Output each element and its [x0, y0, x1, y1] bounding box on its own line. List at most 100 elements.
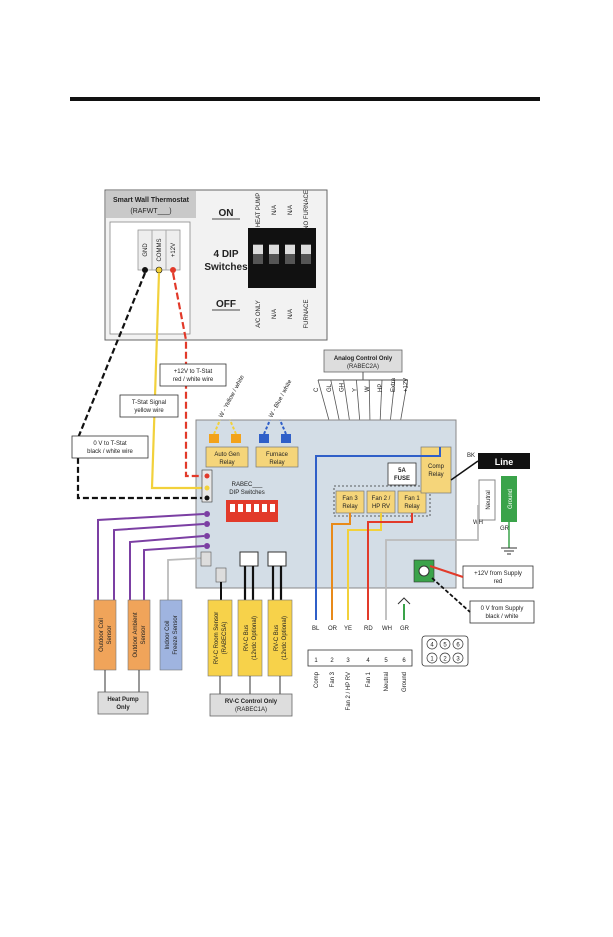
rvc-bus2-label: RV-C Bus [274, 625, 280, 651]
supply-12v-label: +12V from Supply [474, 571, 522, 577]
thermostat-panel: Smart Wall Thermostat (RAFWT___) GND COM… [104, 189, 328, 341]
top-rule [70, 97, 540, 101]
fan1-relay: Fan 1 Relay [397, 490, 427, 514]
rvc-control-only-label2: (RABEC1A) [235, 707, 267, 713]
ground-label: Ground [508, 489, 514, 509]
wire-tag: OR [328, 626, 338, 632]
dip-top-label-2: N/A [272, 205, 278, 215]
heat-pump-only-label: Heat Pump [107, 697, 139, 703]
fan1-relay-label: Fan 1 [404, 496, 420, 502]
rvc-bus1-label: RV-C Bus [244, 625, 250, 651]
connector-pin [452, 638, 464, 650]
fuse-label2: FUSE [394, 476, 410, 482]
terminal-number: 5 [384, 658, 388, 664]
terminal-number: 6 [402, 658, 406, 664]
wire-tag: YE [344, 626, 352, 632]
fuse-label: 5A [398, 468, 406, 474]
tstat-signal-callout: T-Stat Signal yellow wire [119, 394, 179, 418]
analog-pin-label: C [314, 387, 320, 392]
wire-tag: GR [400, 626, 410, 632]
outdoor-ambient-label2: Sensor [141, 625, 147, 644]
terminal-number: 4 [366, 658, 370, 664]
board-dip-switches: RABEC___ DIP Switches [226, 482, 278, 522]
terminal-label: Comp [314, 671, 320, 688]
fan3-relay-label: Fan 3 [342, 496, 358, 502]
furnace-relay-label: Furnace [266, 452, 289, 458]
analog-pin-label: GL [327, 383, 333, 392]
dip-bottom-label-3: N/A [288, 309, 294, 319]
bk-label: BK [467, 453, 475, 459]
outdoor-ambient-label: Outdoor Ambient [133, 612, 139, 657]
thermostat-model: (RAFWT___) [130, 208, 171, 215]
outdoor-coil-label2: Sensor [107, 625, 113, 644]
outdoor-coil-sensor: Outdoor Coil Sensor [93, 599, 117, 671]
comp-relay-label2: Relay [428, 472, 443, 478]
analog-lead [356, 379, 361, 425]
tstat-12v-callout: +12V to T-Stat red / white wire [159, 363, 227, 387]
furnace-relay: Furnace Relay [255, 446, 299, 468]
auto-gen-relay: Auto Gen Relay [205, 446, 249, 468]
connector-pin-number: 4 [430, 643, 434, 649]
ground-input: Ground GR [500, 476, 517, 555]
rvc-room-label2: (RABECSA) [222, 622, 228, 655]
wire-tag: WH [382, 626, 392, 632]
furnace-relay-label2: Relay [269, 460, 284, 466]
gr-label: GR [500, 526, 510, 532]
auto-gen-relay-label2: Relay [219, 460, 234, 466]
analog-title: Analog Control Only [334, 356, 393, 362]
connector-pin-number: 2 [443, 657, 447, 663]
fan2-relay-label2: HP RV [372, 504, 390, 510]
connector-pin [426, 652, 438, 664]
supply-0v-label: 0 V from Supply [481, 606, 524, 612]
indoor-coil-sensor: Indoor Coil Freeze Sensor [159, 599, 183, 671]
terminal-number: 1 [314, 658, 318, 664]
terminal-comms: COMMS [157, 239, 163, 262]
analog-pin-label: Y [352, 388, 358, 392]
dip-on-label: ON [219, 208, 234, 219]
tstat-signal-label: T-Stat Signal [132, 400, 166, 406]
rvc-bus1-label2: (12vdc Optional) [252, 616, 258, 660]
dip-bottom-label-4: FURNACE [304, 299, 310, 328]
rvc-room-label: RV-C Room Sensor [214, 612, 220, 665]
board-dip-label: RABEC___ [232, 482, 263, 488]
analog-lead [399, 379, 408, 425]
analog-lead [389, 379, 396, 425]
terminal-label: Fan 1 [366, 671, 372, 687]
analog-pin-label: +12V [404, 378, 410, 392]
rvc-bus2-label2: (12vdc Optional) [282, 616, 288, 660]
dip-bottom-label-2: N/A [272, 309, 278, 319]
tstat-0v-label2: black / white wire [87, 449, 133, 455]
supply-0v-callout: 0 V from Supply black / white [431, 577, 535, 624]
dip-top-label-1: HEAT PUMP [256, 193, 262, 227]
fan1-relay-label2: Relay [404, 504, 419, 510]
analog-lead [379, 379, 383, 425]
neutral-label: Neutral [486, 490, 492, 509]
output-wiring [315, 447, 479, 620]
tstat-signal-label2: yellow wire [134, 408, 164, 414]
dip4-switches [253, 244, 311, 264]
fan2-relay: Fan 2 / HP RV [366, 490, 396, 514]
connector-pin [452, 652, 464, 664]
connector-pin-number: 5 [443, 643, 447, 649]
dip-bottom-label-1: A/C ONLY [256, 300, 262, 328]
heat-pump-only-label2: Only [116, 705, 130, 711]
tstat-12v-label2: red / white wire [173, 377, 214, 383]
dip-title-line1: 4 DIP [213, 249, 238, 260]
tstat-0v-callout: 0 V to T-Stat black / white wire [71, 435, 149, 459]
sensor-wiring [97, 511, 287, 600]
analog-lead [330, 379, 341, 425]
neutral-input: Neutral WH [473, 479, 496, 526]
thermostat-terminal-block [137, 229, 181, 271]
terminal-number: 2 [330, 658, 334, 664]
indoor-coil-label2: Freeze Sensor [173, 615, 179, 654]
rvc-bus-1: RV-C Bus (12vdc Optional) [237, 599, 263, 677]
terminal-label: Fan 2 / HP RV [346, 672, 352, 710]
fan3-relay-label2: Relay [342, 504, 357, 510]
analog-pin-label: GH [340, 383, 346, 392]
fan2-relay-label: Fan 2 / [372, 496, 391, 502]
heat-pump-only-tag: Heat Pump Only [97, 691, 149, 715]
